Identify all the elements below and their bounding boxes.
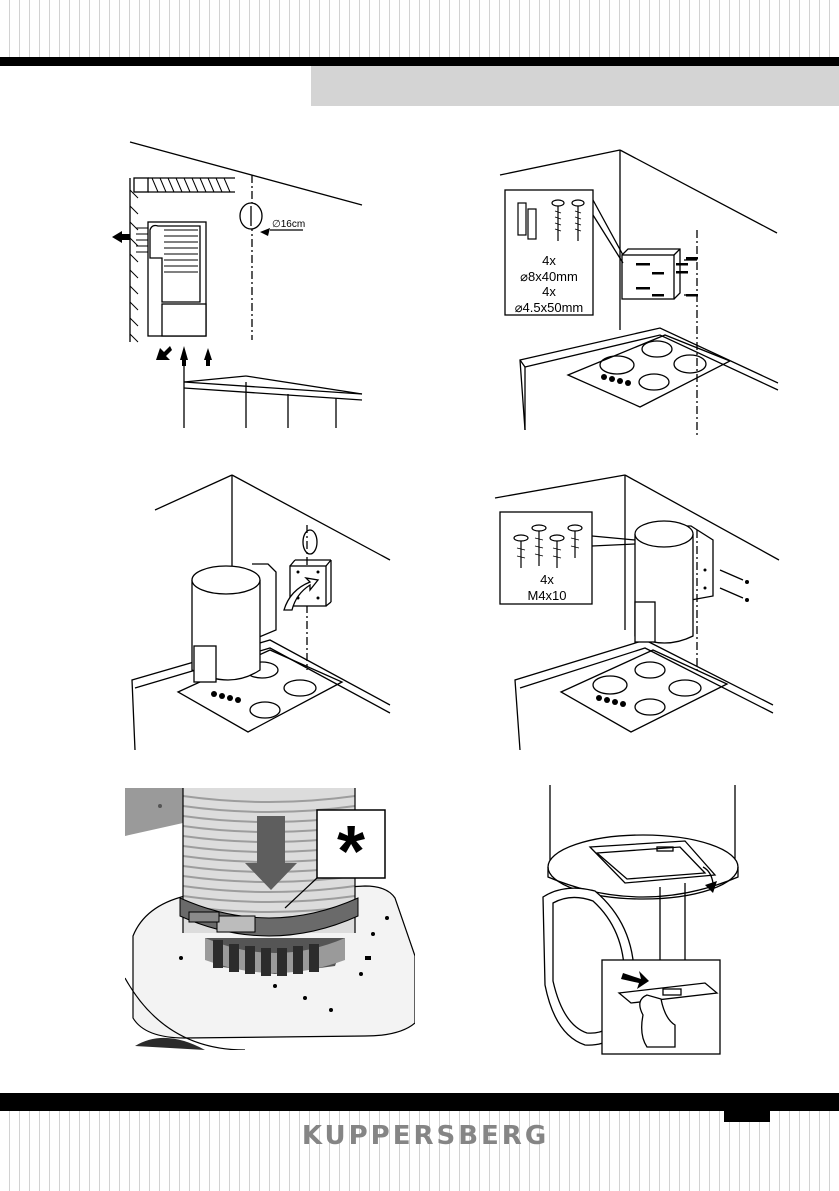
panel-duct-clamp: *	[125, 788, 415, 1050]
exhaust-arrow-icon	[112, 231, 130, 243]
duct-diameter-label: ∅16cm	[272, 219, 305, 230]
panel-hang-hood	[120, 470, 400, 755]
screw-quantity-label: 4x	[540, 572, 554, 587]
dowel-quantity-label: 4x	[542, 253, 556, 268]
screw-size-label: ⌀4.5x50mm	[515, 300, 584, 315]
air-intake-arrow-icon	[204, 348, 212, 366]
dowel-size-label: ⌀8x40mm	[520, 269, 578, 284]
hang-hood-illustration	[120, 470, 400, 755]
air-intake-arrow-icon	[180, 346, 188, 366]
panel-duct-planning: ∅16cm	[100, 130, 370, 430]
top-stripe-pattern	[0, 0, 839, 58]
bottom-rule	[0, 1093, 839, 1111]
brand-logo: KUPPERSBERG	[0, 1121, 839, 1151]
duct-clamp-illustration: *	[125, 788, 415, 1050]
page-number-tab	[724, 1108, 770, 1122]
air-intake-arrow-icon	[156, 346, 172, 360]
panel-bracket-mounting: 4x ⌀8x40mm 4x ⌀4.5x50mm	[500, 145, 790, 440]
secure-hood-illustration: 4x M4x10	[495, 470, 785, 755]
panel-filter-removal	[535, 785, 780, 1060]
top-rule	[0, 57, 839, 66]
bracket-mounting-illustration: 4x ⌀8x40mm 4x ⌀4.5x50mm	[500, 145, 790, 440]
duct-planning-illustration: ∅16cm	[100, 130, 370, 430]
filter-removal-illustration	[535, 785, 780, 1060]
screw-quantity-label: 4x	[542, 284, 556, 299]
section-header-box	[311, 66, 839, 106]
panel-secure-hood: 4x M4x10	[495, 470, 785, 755]
note-asterisk: *	[337, 812, 365, 892]
screw-size-label: M4x10	[527, 588, 566, 603]
